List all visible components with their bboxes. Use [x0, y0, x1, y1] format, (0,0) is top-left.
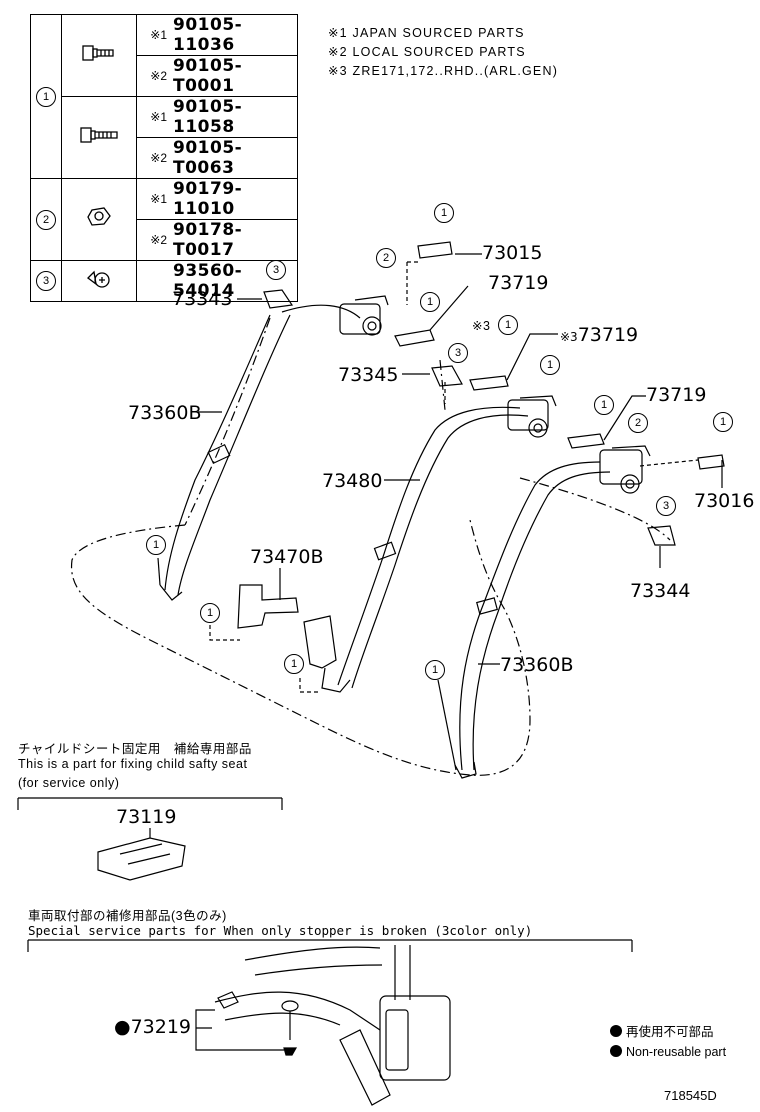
filled-dot-icon: [610, 1025, 622, 1037]
callout-1: 1: [498, 315, 518, 335]
callout-1: 1: [420, 292, 440, 312]
child-seat-jp: チャイルドシート固定用 補給専用部品: [18, 742, 252, 756]
part-number: 90105-11058: [169, 96, 298, 138]
notes: ※1 JAPAN SOURCED PARTS ※2 LOCAL SOURCED …: [328, 24, 558, 81]
part-number: 90178-T0017: [169, 219, 298, 261]
label-73219: ●73219: [114, 1016, 192, 1038]
child-seat-en-2: (for service only): [18, 776, 120, 790]
label-73719-b: ※373719: [560, 324, 639, 346]
buckle-assy: [237, 584, 337, 669]
right-belt: [459, 461, 611, 771]
callout-2: 2: [628, 413, 648, 433]
label-73119: 73119: [116, 806, 177, 828]
nut-icon: [61, 178, 137, 261]
callout-3: 3: [448, 343, 468, 363]
label-73015: 73015: [482, 242, 543, 264]
callout-1: 1: [200, 603, 220, 623]
label-73480: 73480: [322, 470, 383, 492]
seat-outline: [70, 519, 531, 776]
ref-cell-2: 2: [30, 178, 62, 261]
ref-cell-3: 3: [30, 260, 62, 302]
mark-3: ※3: [472, 319, 491, 333]
left-retractor: [339, 295, 389, 336]
label-73719-c: 73719: [646, 384, 707, 406]
callout-1: 1: [713, 412, 733, 432]
legend: 再使用不可部品 Non-reusable part: [610, 1022, 726, 1062]
left-belt: [164, 304, 361, 596]
legend-jp: 再使用不可部品: [610, 1022, 726, 1042]
label-73470b: 73470B: [250, 546, 324, 568]
part-number: 90105-11036: [169, 14, 298, 56]
screw-icon: [61, 260, 137, 302]
label-73344: 73344: [630, 580, 691, 602]
catalog-id: 718545D: [664, 1088, 717, 1103]
callout-2: 2: [376, 248, 396, 268]
flange-bolt-icon: [61, 14, 137, 97]
ref-cell-1: 1: [30, 14, 62, 179]
filled-dot-icon: [610, 1045, 622, 1057]
center-retractor: [507, 395, 557, 438]
label-73719-a: 73719: [488, 272, 549, 294]
label-73343: 73343: [172, 288, 233, 310]
callout-1: 1: [425, 660, 445, 680]
note-3: ※3 ZRE171,172..RHD..(ARL.GEN): [328, 64, 559, 78]
label-73360b-left: 73360B: [128, 402, 202, 424]
callout-1: 1: [594, 395, 614, 415]
right-retractor: [599, 445, 651, 494]
child-seat-plate: [97, 837, 186, 881]
note-1: ※1 JAPAN SOURCED PARTS: [328, 26, 525, 40]
flange-bolt-long-icon: [61, 96, 137, 179]
callout-3: 3: [266, 260, 286, 280]
part-number: 90105-T0001: [169, 55, 298, 97]
legend-en: Non-reusable part: [610, 1042, 726, 1062]
stopper-jp: 車両取付部の補修用部品(3色のみ): [28, 909, 227, 923]
part-number: 90179-11010: [169, 178, 298, 220]
center-belt: [337, 406, 529, 689]
part-number: 90105-T0063: [169, 137, 298, 179]
callout-1: 1: [540, 355, 560, 375]
callout-3: 3: [656, 496, 676, 516]
child-seat-en-1: This is a part for fixing child safty se…: [18, 757, 248, 771]
label-73345: 73345: [338, 364, 399, 386]
callout-1: 1: [146, 535, 166, 555]
parts-table: 1 ※1 90105-11036 ※2 90105-T0001 ※1 90105…: [30, 14, 298, 302]
label-73016: 73016: [694, 490, 755, 512]
stopper-detail: [195, 945, 451, 1106]
callout-1: 1: [434, 203, 454, 223]
label-73360b-right: 73360B: [500, 654, 574, 676]
stopper-en: Special service parts for When only stop…: [28, 923, 533, 938]
callout-1: 1: [284, 654, 304, 674]
note-2: ※2 LOCAL SOURCED PARTS: [328, 45, 526, 59]
